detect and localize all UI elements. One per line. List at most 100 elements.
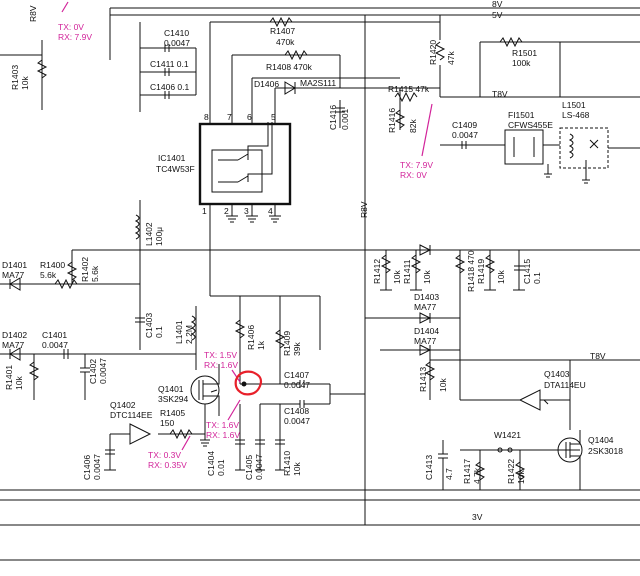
r1501-label: R1501 xyxy=(512,48,537,58)
r1410-value: 10k xyxy=(292,462,302,476)
r1417-label: R1417 xyxy=(462,459,472,484)
q1402-label: Q1402 xyxy=(110,400,136,410)
d1403-label: D1403 xyxy=(414,292,439,302)
ma2s111-label: MA2S111 xyxy=(300,78,336,88)
r1406-label: R1406 xyxy=(246,325,256,350)
fl1501-value: CFWS455E xyxy=(508,120,553,130)
ic-part: TC4W53F xyxy=(156,164,195,174)
r1401-value: 10k xyxy=(14,376,24,390)
r1400-label: R1400 xyxy=(40,260,65,270)
ic-pin-4: 4 xyxy=(268,206,273,216)
rail-5v-label: 5V xyxy=(492,10,503,20)
annotation-source-rx: RX: 1.6V xyxy=(206,430,240,440)
c1401-label: C1401 xyxy=(42,330,67,340)
l1501-label: L1501 xyxy=(562,100,586,110)
rail-8v-label: 8V xyxy=(492,0,503,9)
ic1401: 8 7 6 5 1 2 3 4 IC1401 TC4W53F xyxy=(156,112,292,296)
annotation-gate2-tx: TX: 1.5V xyxy=(204,350,237,360)
r1413-label: R1413 xyxy=(418,367,428,392)
c1413-value: 4.7 xyxy=(444,468,454,480)
fl1501-label: FI1501 xyxy=(508,110,535,120)
q1404-label: Q1404 xyxy=(588,435,614,445)
c1404-label: C1404 xyxy=(206,451,216,476)
r1420-value: 47k xyxy=(446,51,456,65)
r1419-value: 10k xyxy=(496,270,506,284)
c1408-value: 0.0047 xyxy=(284,416,310,426)
c1402-label: C1402 xyxy=(88,359,98,384)
rail-labels: 8V 5V T8V T8V 3V R8V R8V xyxy=(28,0,606,522)
l1402-value: 100μ xyxy=(154,227,164,246)
q1404-value: 2SK3018 xyxy=(588,446,623,456)
annotation-right-rx: RX: 0V xyxy=(400,170,427,180)
r1402-value: 5.6k xyxy=(90,265,100,282)
r1415-label: R1415 47k xyxy=(388,84,430,94)
rail-t8v-top-label: T8V xyxy=(492,89,508,99)
top-caps xyxy=(164,44,345,113)
ic-pin-5: 5 xyxy=(271,112,276,122)
r1409-value: 39k xyxy=(292,342,302,356)
l1401-value: 2.2M xyxy=(184,325,194,344)
r1422-label: R1422 xyxy=(506,459,516,484)
c1415-label: C1415 xyxy=(522,259,532,284)
c1402-value: 0.0047 xyxy=(98,358,108,384)
ic-pin-6: 6 xyxy=(247,112,252,122)
r1412-label: R1412 xyxy=(372,259,382,284)
r1405-value: 150 xyxy=(160,418,174,428)
c1408-label: C1408 xyxy=(284,406,309,416)
right-lower-labels: D1403 MA77 D1404 MA77 R1413 10k Q1403 DT… xyxy=(414,292,623,484)
c1415-value: 0.1 xyxy=(532,272,542,284)
annotation-right-tx: TX: 7.9V xyxy=(400,160,433,170)
r1409-label: R1409 xyxy=(282,331,292,356)
annotation-gate1-rx: RX: 0.35V xyxy=(148,460,187,470)
d1404-value: MA77 xyxy=(414,336,436,346)
ic-pin-2: 2 xyxy=(224,206,229,216)
c1405-label: C1405 xyxy=(244,455,254,480)
c1405-value: 0.0047 xyxy=(254,454,264,480)
ic-pin-7: 7 xyxy=(227,112,232,122)
c1406b-label: C1406 xyxy=(82,455,92,480)
r1411-value: 10k xyxy=(422,270,432,284)
top-resistors xyxy=(36,16,523,129)
c1403-label: C1403 xyxy=(144,313,154,338)
c1401-value: 0.0047 xyxy=(42,340,68,350)
d1403-value: MA77 xyxy=(414,302,436,312)
r1413-value: 10k xyxy=(438,378,448,392)
c1411-label: C1411 0.1 xyxy=(150,59,189,69)
w1421-label: W1421 xyxy=(494,430,521,440)
rail-3v-label: 3V xyxy=(472,512,483,522)
q1403-value: DTA114EU xyxy=(544,380,586,390)
highlight-circle xyxy=(234,370,263,396)
q1401-label: Q1401 xyxy=(158,384,184,394)
c1404-value: 0.01 xyxy=(216,459,226,476)
right-lower-network xyxy=(365,312,583,490)
rail-t8v-mid-label: T8V xyxy=(590,351,606,361)
r1407-label: R1407 xyxy=(270,26,295,36)
ic-pin-1: 1 xyxy=(202,206,207,216)
c1409-label: C1409 xyxy=(452,120,477,130)
d1404-label: D1404 xyxy=(414,326,439,336)
d1401-value: MA77 xyxy=(2,270,24,280)
diode-d1406 xyxy=(284,81,296,95)
r1417-value: 4.7k xyxy=(472,467,482,484)
r1403-value: 10k xyxy=(20,76,30,90)
lower-labels: D1402 MA77 C1401 0.0047 R1401 10k C1402 … xyxy=(2,320,310,480)
ic-pin-8: 8 xyxy=(204,112,209,122)
mid-labels: D1401 MA77 R1400 5.6k R1402 5.6k L1402 1… xyxy=(2,222,542,338)
l1402-label: L1402 xyxy=(144,222,154,246)
r1405-label: R1405 xyxy=(160,408,185,418)
filter-section xyxy=(440,127,640,184)
r1420-label: R1420 xyxy=(428,40,438,65)
r1419-label: R1419 xyxy=(476,259,486,284)
l1401-label: L1401 xyxy=(174,320,184,344)
r1410-label: R1410 xyxy=(282,451,292,476)
rail-r8v-left-label: R8V xyxy=(28,5,38,22)
c1416-label: C1416 xyxy=(328,105,338,130)
annotation-top-left-tx: TX: 0V xyxy=(58,22,84,32)
ic-pin-3: 3 xyxy=(244,206,249,216)
annotation-gate2-rx: RX: 1.6V xyxy=(204,360,238,370)
r1416-label: R1416 xyxy=(387,108,397,133)
d1401-label: D1401 xyxy=(2,260,27,270)
d1402-label: D1402 xyxy=(2,330,27,340)
ic-name: IC1401 xyxy=(158,153,186,163)
